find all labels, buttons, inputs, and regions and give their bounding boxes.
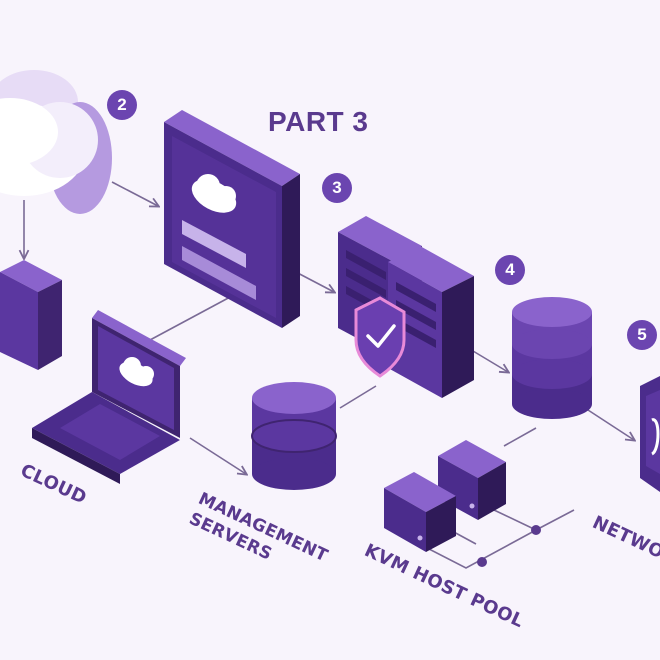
cube-icon bbox=[0, 260, 62, 370]
laptop-cloud-icon bbox=[119, 357, 154, 387]
database-icon bbox=[512, 297, 592, 419]
arrow-cloud-to-panel bbox=[111, 181, 158, 206]
step-badge-2: 2 bbox=[107, 90, 137, 120]
step-badge-3: 3 bbox=[322, 173, 352, 203]
line-db-to-kvm bbox=[503, 427, 537, 447]
step-badge-4: 4 bbox=[495, 255, 525, 285]
step-badge-5: 5 bbox=[627, 320, 657, 350]
cloud-icon bbox=[0, 70, 112, 214]
kvm-cube-icon-back bbox=[438, 440, 506, 520]
kvm-bus-drop-b bbox=[493, 509, 537, 531]
panel-cloud-icon bbox=[191, 174, 237, 213]
line-panel-to-laptop bbox=[149, 295, 233, 341]
arrow-db-to-network bbox=[587, 409, 634, 440]
shield-check-icon bbox=[354, 296, 406, 378]
laptop-icon bbox=[32, 310, 186, 484]
panel-field-1 bbox=[182, 220, 246, 268]
server-rack-icon bbox=[338, 216, 474, 398]
arrow-laptop-to-db bbox=[189, 437, 246, 474]
panel-field-2 bbox=[182, 246, 256, 300]
laptop-keyboard bbox=[60, 404, 160, 460]
network-device-icon bbox=[640, 376, 660, 492]
kvm-nodes bbox=[477, 525, 541, 567]
database-icon-management bbox=[251, 382, 337, 490]
line-db-to-servers bbox=[339, 385, 377, 409]
panel-icon bbox=[164, 110, 300, 328]
kvm-cube-icon-front bbox=[384, 472, 456, 552]
page-title: PART 3 bbox=[268, 106, 369, 137]
